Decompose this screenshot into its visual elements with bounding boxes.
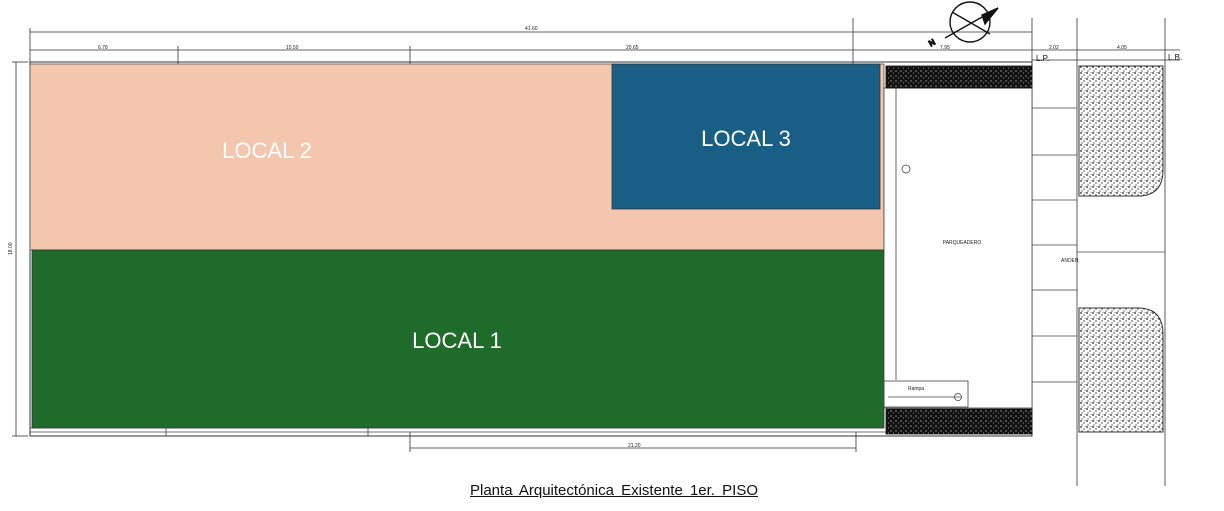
north-arrow-icon: N: [927, 1, 999, 49]
ramp-label: Rampa: [908, 386, 924, 392]
dim-overall: 41.60: [525, 26, 538, 32]
planter-bottom: [1078, 307, 1164, 433]
sidewalk-label: ANDEN: [1061, 258, 1079, 264]
dim-4: 7.95: [940, 45, 950, 51]
column-marker: [901, 164, 911, 174]
planter-top: [1078, 65, 1164, 197]
dim-3: 20.65: [626, 45, 639, 51]
plan-caption: Planta Arquitectónica Existente 1er. PIS…: [470, 482, 758, 499]
dimension-texts: 41.60 6.78 10.50 20.65 7.95 2.02 4.05 21…: [8, 26, 1127, 449]
svg-text:N: N: [927, 37, 937, 48]
parking-area: [883, 87, 1033, 409]
dim-6: 4.05: [1117, 45, 1127, 51]
lb-label: L.B.: [1168, 53, 1182, 62]
dim-2: 10.50: [286, 45, 299, 51]
dim-5: 2.02: [1049, 45, 1059, 51]
sidewalk: [1032, 107, 1165, 383]
local-3-area: [611, 63, 881, 210]
lp-label: L.P.: [1036, 54, 1049, 63]
ramp: [883, 380, 969, 408]
dim-bottom: 21.20: [628, 443, 641, 449]
bottom-wall: [30, 427, 1032, 436]
local-1-label: LOCAL 1: [412, 328, 502, 353]
hedge-top: [885, 65, 1033, 89]
hedge-bottom: [885, 408, 1033, 435]
dim-height: 18.00: [8, 242, 14, 255]
parking-label: PARQUEADERO: [943, 240, 982, 246]
local-2-label: LOCAL 2: [222, 138, 312, 163]
local-3-label: LOCAL 3: [701, 126, 791, 151]
dim-1: 6.78: [98, 45, 108, 51]
